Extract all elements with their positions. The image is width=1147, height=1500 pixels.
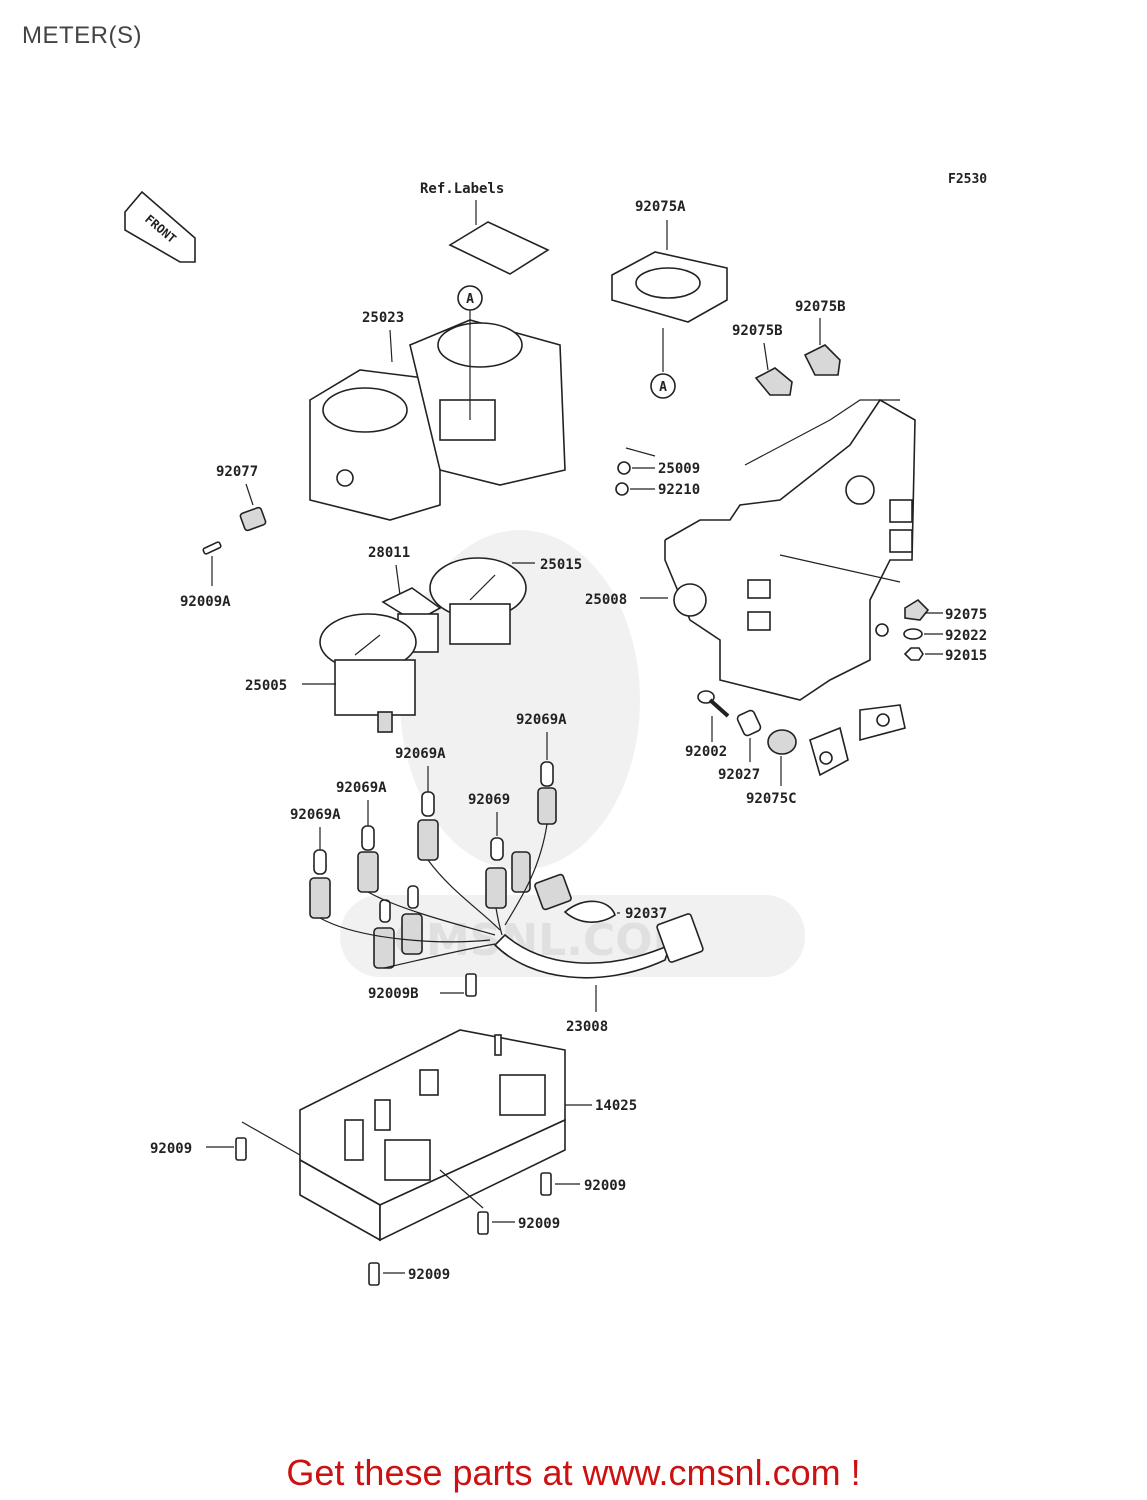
wiring-harness-23008 [309,761,704,979]
screw-92009B [465,973,477,997]
bolt-92002 [697,690,730,718]
grommet-92075 [904,598,930,621]
label-14025: 14025 [595,1098,637,1114]
label-92075: 92075 [945,607,987,623]
collar-92027 [736,709,762,737]
label-92075B-2: 92075B [732,323,783,339]
label-25005: 25005 [245,678,287,694]
label-25008: 25008 [585,592,627,608]
cushion-92075B-1 [803,344,841,376]
svg-text:A: A [659,380,667,395]
cushion-92075B-2 [754,367,793,396]
label-92009-4: 92009 [408,1267,450,1283]
label-92009A: 92009A [180,594,231,610]
ref-labels-sheet [448,221,550,275]
label-92069A-2: 92069A [395,746,446,762]
tachometer-25015 [429,557,527,645]
label-92075A: 92075A [635,199,686,215]
label-92027: 92027 [718,767,760,783]
label-92009B: 92009B [368,986,419,1002]
label-25023: 25023 [362,310,404,326]
meter-housing [309,319,566,521]
front-arrow-icon: FRONT [124,190,196,263]
grommet-92075C [767,729,797,755]
label-92009-1: 92009 [150,1141,192,1157]
label-25009: 25009 [658,461,700,477]
nut-92015 [903,647,924,661]
gear-92077 [239,506,267,532]
label-92075C: 92075C [746,791,797,807]
label-92069A-1: 92069A [516,712,567,728]
label-92009-2: 92009 [584,1178,626,1194]
washer-25009 [617,461,631,475]
label-92009-3: 92009 [518,1216,560,1232]
grommet-92075A [611,251,728,323]
screw-92009-3 [477,1211,489,1235]
bracket-25008 [664,398,916,777]
page-title: METER(S) [22,22,142,49]
screw-92009A [202,541,222,555]
label-28011: 28011 [368,545,410,561]
label-92022: 92022 [945,628,987,644]
label-92015: 92015 [945,648,987,664]
label-92037: 92037 [625,906,667,922]
label-ref-labels: Ref.Labels [420,181,504,197]
screw-92009-4 [368,1262,380,1286]
screw-92009-2 [540,1172,552,1196]
label-92069: 92069 [468,792,510,808]
svg-text:A: A [466,292,474,307]
nut-92210 [615,482,629,496]
parts-diagram: CMSNL.COM F2530 FRONT Ref.Labels 25023 A… [124,172,987,1286]
label-25015: 25015 [540,557,582,573]
label-23008: 23008 [566,1019,608,1035]
label-92077: 92077 [216,464,258,480]
figure-code: F2530 [948,172,987,187]
ref-marker-a-right [650,373,676,399]
label-92002: 92002 [685,744,727,760]
footer-link[interactable]: Get these parts at www.cmsnl.com ! [286,1452,861,1493]
speedometer-25005 [319,613,417,733]
cover-14025 [299,1029,566,1242]
washer-92022 [903,628,923,640]
label-92069A-4: 92069A [290,807,341,823]
label-92210: 92210 [658,482,700,498]
screw-92009-1 [235,1137,247,1161]
label-92069A-3: 92069A [336,780,387,796]
label-92075B-1: 92075B [795,299,846,315]
